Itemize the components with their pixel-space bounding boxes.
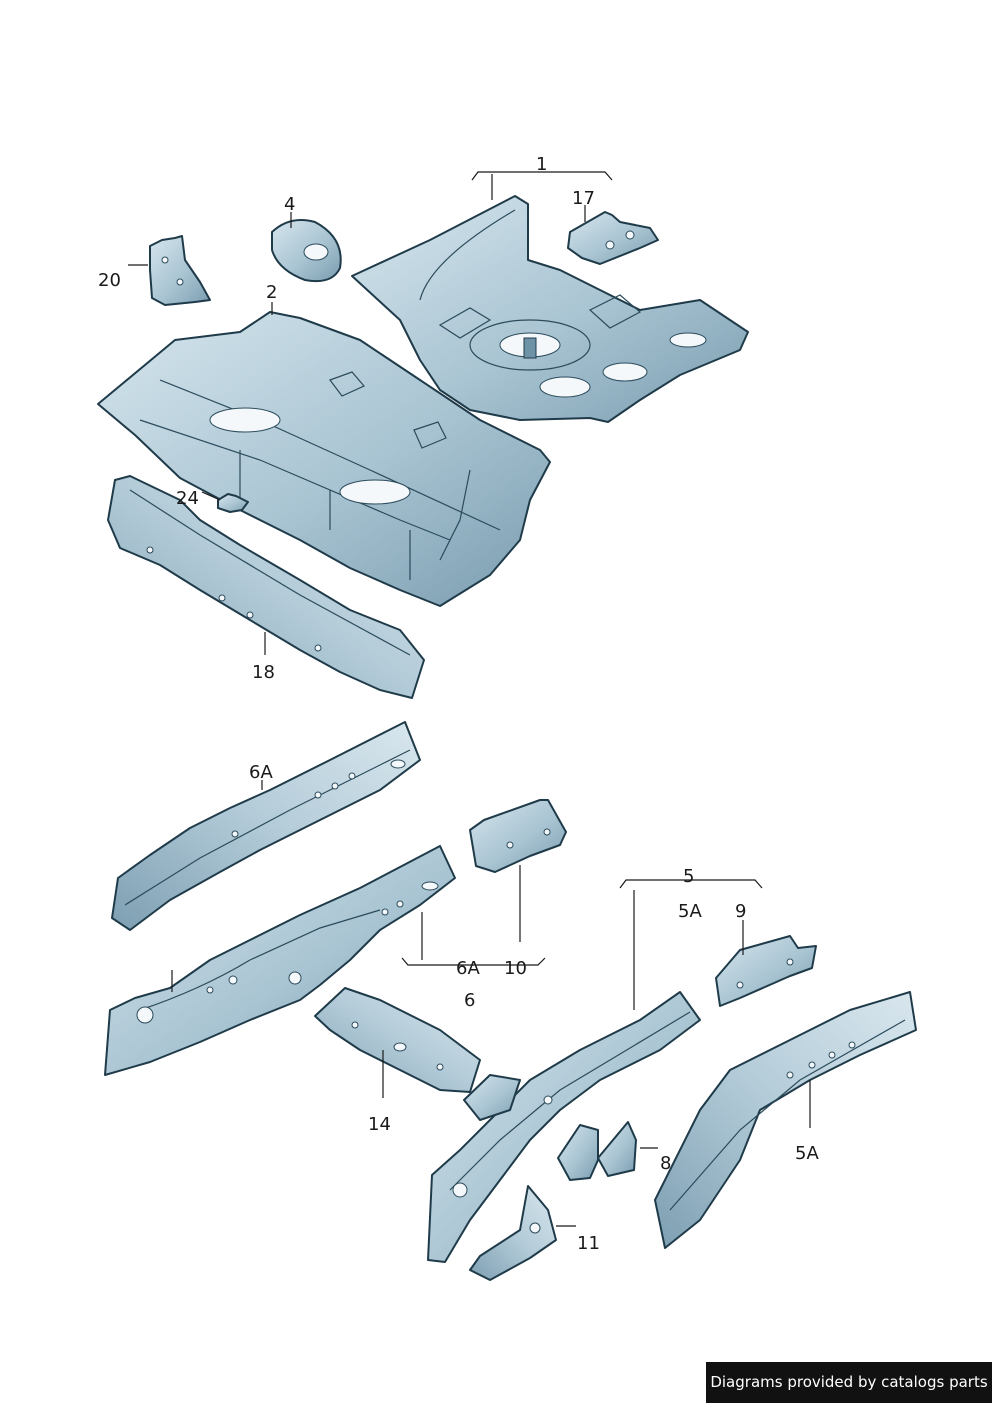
label-part-17: 17 [572, 188, 595, 209]
label-part-5a-a: 5A [678, 901, 702, 922]
part-14-crossmember[interactable] [314, 987, 481, 1093]
leader-lines [128, 171, 811, 1227]
credit-banner: Diagrams provided by catalogs parts [706, 1362, 992, 1403]
part-labels: 1 17 4 20 2 24 18 6A 5 5A 9 6A 10 6 14 8… [98, 154, 819, 1254]
label-part-2: 2 [266, 282, 277, 303]
part-5-front-longitudinal-right[interactable] [427, 991, 701, 1263]
part-6a-longitudinal-member-top[interactable] [111, 721, 421, 931]
label-part-1: 1 [536, 154, 547, 175]
part-17-bracket[interactable] [567, 211, 659, 265]
part-10-bracket[interactable] [469, 799, 567, 873]
part-1-rear-floor-pan[interactable] [351, 195, 749, 423]
part-4-cover-cap[interactable] [271, 219, 342, 283]
label-part-4: 4 [284, 194, 295, 215]
part-11-bracket[interactable] [469, 1185, 557, 1281]
label-part-18: 18 [252, 662, 275, 683]
label-part-9: 9 [735, 901, 746, 922]
label-part-11: 11 [577, 1233, 600, 1254]
part-2-center-floor[interactable] [97, 311, 551, 607]
label-part-5a-b: 5A [795, 1143, 819, 1164]
label-part-5: 5 [683, 866, 694, 887]
part-6-front-longitudinal-left[interactable] [104, 845, 456, 1076]
part-9-bracket[interactable] [715, 935, 817, 1007]
part-24-clip[interactable] [217, 493, 249, 513]
part-20-bracket[interactable] [149, 235, 211, 306]
label-part-6: 6 [464, 990, 475, 1011]
label-part-6a-mid: 6A [456, 958, 480, 979]
label-part-14: 14 [368, 1114, 391, 1135]
part-8-brackets[interactable] [557, 1121, 637, 1181]
part-18-reinforcement[interactable] [107, 475, 425, 699]
label-part-8: 8 [660, 1153, 671, 1174]
label-part-10: 10 [504, 958, 527, 979]
part-5a-rear-longitudinal[interactable] [654, 991, 917, 1249]
label-part-24: 24 [176, 488, 199, 509]
label-part-6a-top: 6A [249, 762, 273, 783]
label-part-20: 20 [98, 270, 121, 291]
